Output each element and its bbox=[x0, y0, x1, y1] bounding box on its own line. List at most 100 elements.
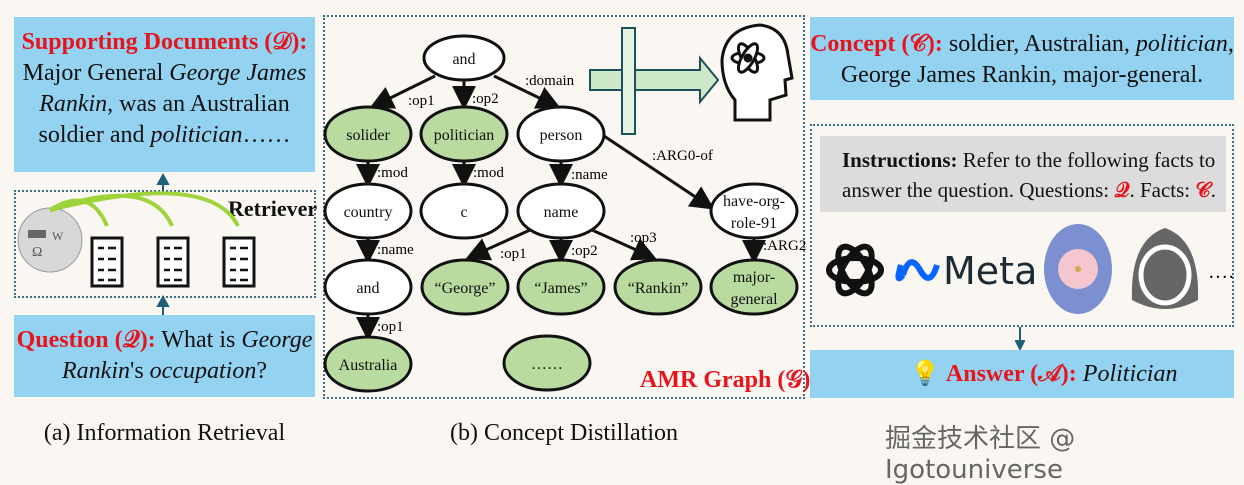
amr-node bbox=[516, 258, 606, 316]
amr-node bbox=[613, 258, 703, 316]
amr-node bbox=[323, 182, 413, 240]
amr-node bbox=[323, 258, 413, 316]
docs-text: Major General bbox=[22, 60, 170, 86]
amr-node-label: and bbox=[356, 280, 379, 297]
amr-edge-label: :op2 bbox=[571, 243, 598, 259]
llm-logos: Meta …… bbox=[826, 224, 1235, 314]
ring-model-logo-icon bbox=[1131, 228, 1199, 309]
amr-node bbox=[709, 182, 799, 240]
amr-node-label: “James” bbox=[534, 280, 587, 297]
instructions-text: answer the question. Questions: bbox=[842, 178, 1115, 202]
question-text: occupation bbox=[149, 358, 257, 384]
up-arrow-icon bbox=[156, 172, 170, 192]
amr-node-label: “Rankin” bbox=[628, 280, 688, 297]
amr-node bbox=[502, 334, 592, 392]
amr-edge-label: :name bbox=[571, 167, 608, 183]
concept-label: Concept (𝒞): bbox=[810, 31, 943, 57]
docs-text: politician bbox=[150, 122, 243, 148]
question-box: Question (𝒬): What is George Rankin's oc… bbox=[14, 315, 315, 397]
answer-box: 💡 Answer (𝒜): Politician bbox=[810, 350, 1234, 398]
amr-edge-label: :mod bbox=[473, 165, 504, 181]
brain-head-atom-icon bbox=[720, 23, 794, 122]
document-checklist-icon bbox=[90, 236, 256, 288]
amr-node bbox=[516, 105, 606, 163]
concept-text: , bbox=[1227, 31, 1234, 57]
concept-text: politician bbox=[1135, 31, 1228, 57]
amr-node-label: solider bbox=[346, 127, 390, 144]
amr-node-label: role-91 bbox=[731, 215, 777, 232]
more-models-ellipsis: …… bbox=[1208, 261, 1235, 283]
amr-node-label: major- bbox=[733, 269, 775, 286]
retriever-label: Retriever bbox=[228, 196, 318, 221]
docs-label: Supporting Documents (𝒟): bbox=[21, 29, 308, 55]
meta-logo-icon bbox=[895, 259, 940, 282]
amr-edge-label: :op2 bbox=[472, 91, 499, 107]
amr-node bbox=[422, 34, 506, 82]
instructions-c: 𝒞 bbox=[1195, 178, 1211, 202]
svg-text:Ω: Ω bbox=[32, 245, 42, 260]
docs-text: , was an Australian bbox=[107, 91, 290, 117]
instructions-box: Instructions: Refer to the following fac… bbox=[820, 136, 1226, 212]
flower-model-logo-icon bbox=[1044, 224, 1112, 314]
amr-node bbox=[709, 258, 799, 316]
instructions-label: Instructions: bbox=[842, 148, 958, 172]
amr-graph-label: AMR Graph (𝒢) bbox=[640, 367, 810, 393]
question-label: Question (𝒬): bbox=[16, 327, 156, 353]
amr-node bbox=[419, 105, 509, 163]
amr-node-label: …… bbox=[531, 356, 563, 373]
amr-edge-label: :op3 bbox=[630, 230, 657, 246]
wikipedia-globe-icon: ΩW bbox=[17, 207, 83, 273]
retriever-box bbox=[14, 190, 316, 298]
caption-a: (a) Information Retrieval bbox=[43, 420, 286, 446]
watermark: 掘金技术社区 @ Igotouniverse bbox=[885, 424, 1076, 485]
amr-node-label: country bbox=[344, 204, 393, 221]
amr-edge-label: :mod bbox=[377, 165, 408, 181]
docs-text: Rankin bbox=[39, 91, 108, 117]
amr-node bbox=[323, 335, 413, 393]
instructions-text: . Facts: bbox=[1129, 178, 1196, 202]
amr-edge-label: :ARG2 bbox=[763, 238, 806, 254]
docs-text: soldier and bbox=[38, 122, 151, 148]
lightbulb-icon: 💡 bbox=[910, 361, 940, 387]
supporting-documents-box: Supporting Documents (𝒟): Major General … bbox=[14, 17, 315, 172]
svg-text:W: W bbox=[52, 229, 64, 243]
instructions-q: 𝒬 bbox=[1114, 178, 1130, 202]
amr-edge-label: :op1 bbox=[500, 246, 527, 262]
amr-node-label: Australia bbox=[339, 357, 398, 374]
docs-text: George James bbox=[169, 60, 307, 86]
amr-graph: and solider politician person country c name ha… bbox=[323, 23, 810, 393]
amr-node-label: c bbox=[460, 204, 467, 221]
distillation-arrow-icon bbox=[589, 27, 720, 135]
amr-node-label: person bbox=[540, 127, 583, 144]
answer-value: Politician bbox=[1082, 361, 1178, 387]
instructions-text: Refer to the following facts to bbox=[957, 148, 1216, 172]
caption-b: (b) Concept Distillation bbox=[450, 420, 678, 446]
amr-node-label: have-org- bbox=[723, 193, 785, 210]
question-text: Rankin bbox=[62, 358, 130, 384]
up-arrow-icon bbox=[156, 294, 170, 315]
amr-node-label: and bbox=[452, 51, 475, 68]
amr-edge-label: :ARG0-of bbox=[652, 148, 713, 164]
amr-node-label: name bbox=[544, 204, 579, 221]
question-text: What is bbox=[155, 327, 242, 353]
openai-logo-icon bbox=[826, 243, 884, 297]
question-text: 's bbox=[130, 358, 150, 384]
answer-label: Answer (𝒜): bbox=[945, 361, 1077, 387]
amr-edge-label: :domain bbox=[525, 73, 575, 89]
down-arrow-icon bbox=[1015, 327, 1025, 351]
arrow-to-doc-3 bbox=[49, 191, 240, 227]
amr-edge-label: :name bbox=[377, 242, 414, 258]
amr-node-label: politician bbox=[434, 127, 494, 144]
concept-text: soldier, Australian, bbox=[942, 31, 1136, 57]
amr-edge-label: :op1 bbox=[377, 319, 404, 335]
amr-node bbox=[420, 258, 510, 316]
amr-node-label: “George” bbox=[435, 280, 496, 297]
question-text: ? bbox=[256, 358, 267, 384]
llm-box bbox=[810, 124, 1234, 327]
amr-edge-label: :op1 bbox=[408, 93, 435, 109]
meta-logo-text: Meta bbox=[943, 249, 1037, 293]
instructions-text: . bbox=[1210, 178, 1216, 202]
amr-node-label: general bbox=[730, 291, 778, 308]
concept-text: George James Rankin, major-general. bbox=[840, 62, 1204, 88]
docs-text: …… bbox=[242, 122, 291, 148]
